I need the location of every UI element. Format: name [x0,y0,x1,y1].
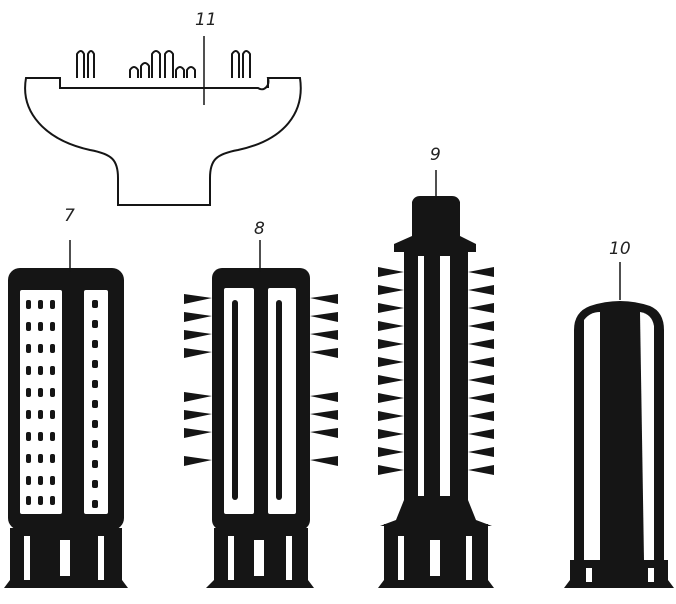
part-8-bristles-right [310,294,338,466]
part-7-holes [26,300,98,508]
part-8-ribs [232,300,282,500]
part-9-bristles-right [468,267,494,475]
label-10: 10 [609,239,631,259]
part-11-nozzle [24,77,302,206]
part-9-bristles-left [378,267,404,475]
nozzle-teeth [76,50,251,78]
part-9-shaft [404,250,468,512]
part-8-base-highlights [228,536,292,580]
label-8: 8 [254,219,265,239]
part-10-smoothing-cap [564,301,674,588]
label-9: 9 [430,145,441,165]
part-9-highlights [398,256,472,580]
part-9-cap [394,196,476,252]
part-8-bristles-left [184,294,212,466]
label-7: 7 [64,206,75,226]
nozzle-top-edge [59,78,269,88]
label-11: 11 [195,10,217,30]
part-7-perforated-brush [4,268,128,588]
part-10-highlights [584,312,654,582]
part-10-base [564,560,674,588]
part-7-base-highlights [24,536,104,580]
part-9-round-bristle-brush [378,196,494,588]
nozzle-outline [24,77,302,206]
part-9-flare [380,500,492,526]
part-8-half-bristle-brush [184,268,338,588]
